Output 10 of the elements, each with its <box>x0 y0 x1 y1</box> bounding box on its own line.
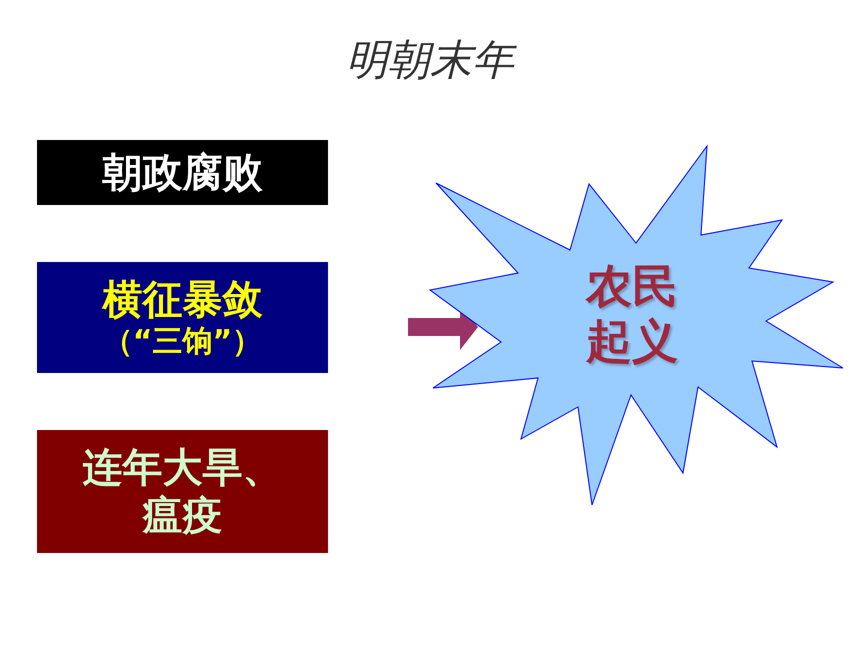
text-box <box>37 140 328 205</box>
text-box <box>37 430 328 553</box>
box-label: 横征暴敛 <box>100 276 264 324</box>
shape-label: 农民起义 <box>584 258 679 370</box>
starburst <box>428 144 846 508</box>
text-box <box>37 262 328 373</box>
box-label: 连年大旱、瘟疫 <box>82 444 284 540</box>
title: 明朝末年 <box>0 35 860 86</box>
box-label: （“三饷”） <box>102 324 264 360</box>
box-label: 朝政腐败 <box>101 148 264 196</box>
